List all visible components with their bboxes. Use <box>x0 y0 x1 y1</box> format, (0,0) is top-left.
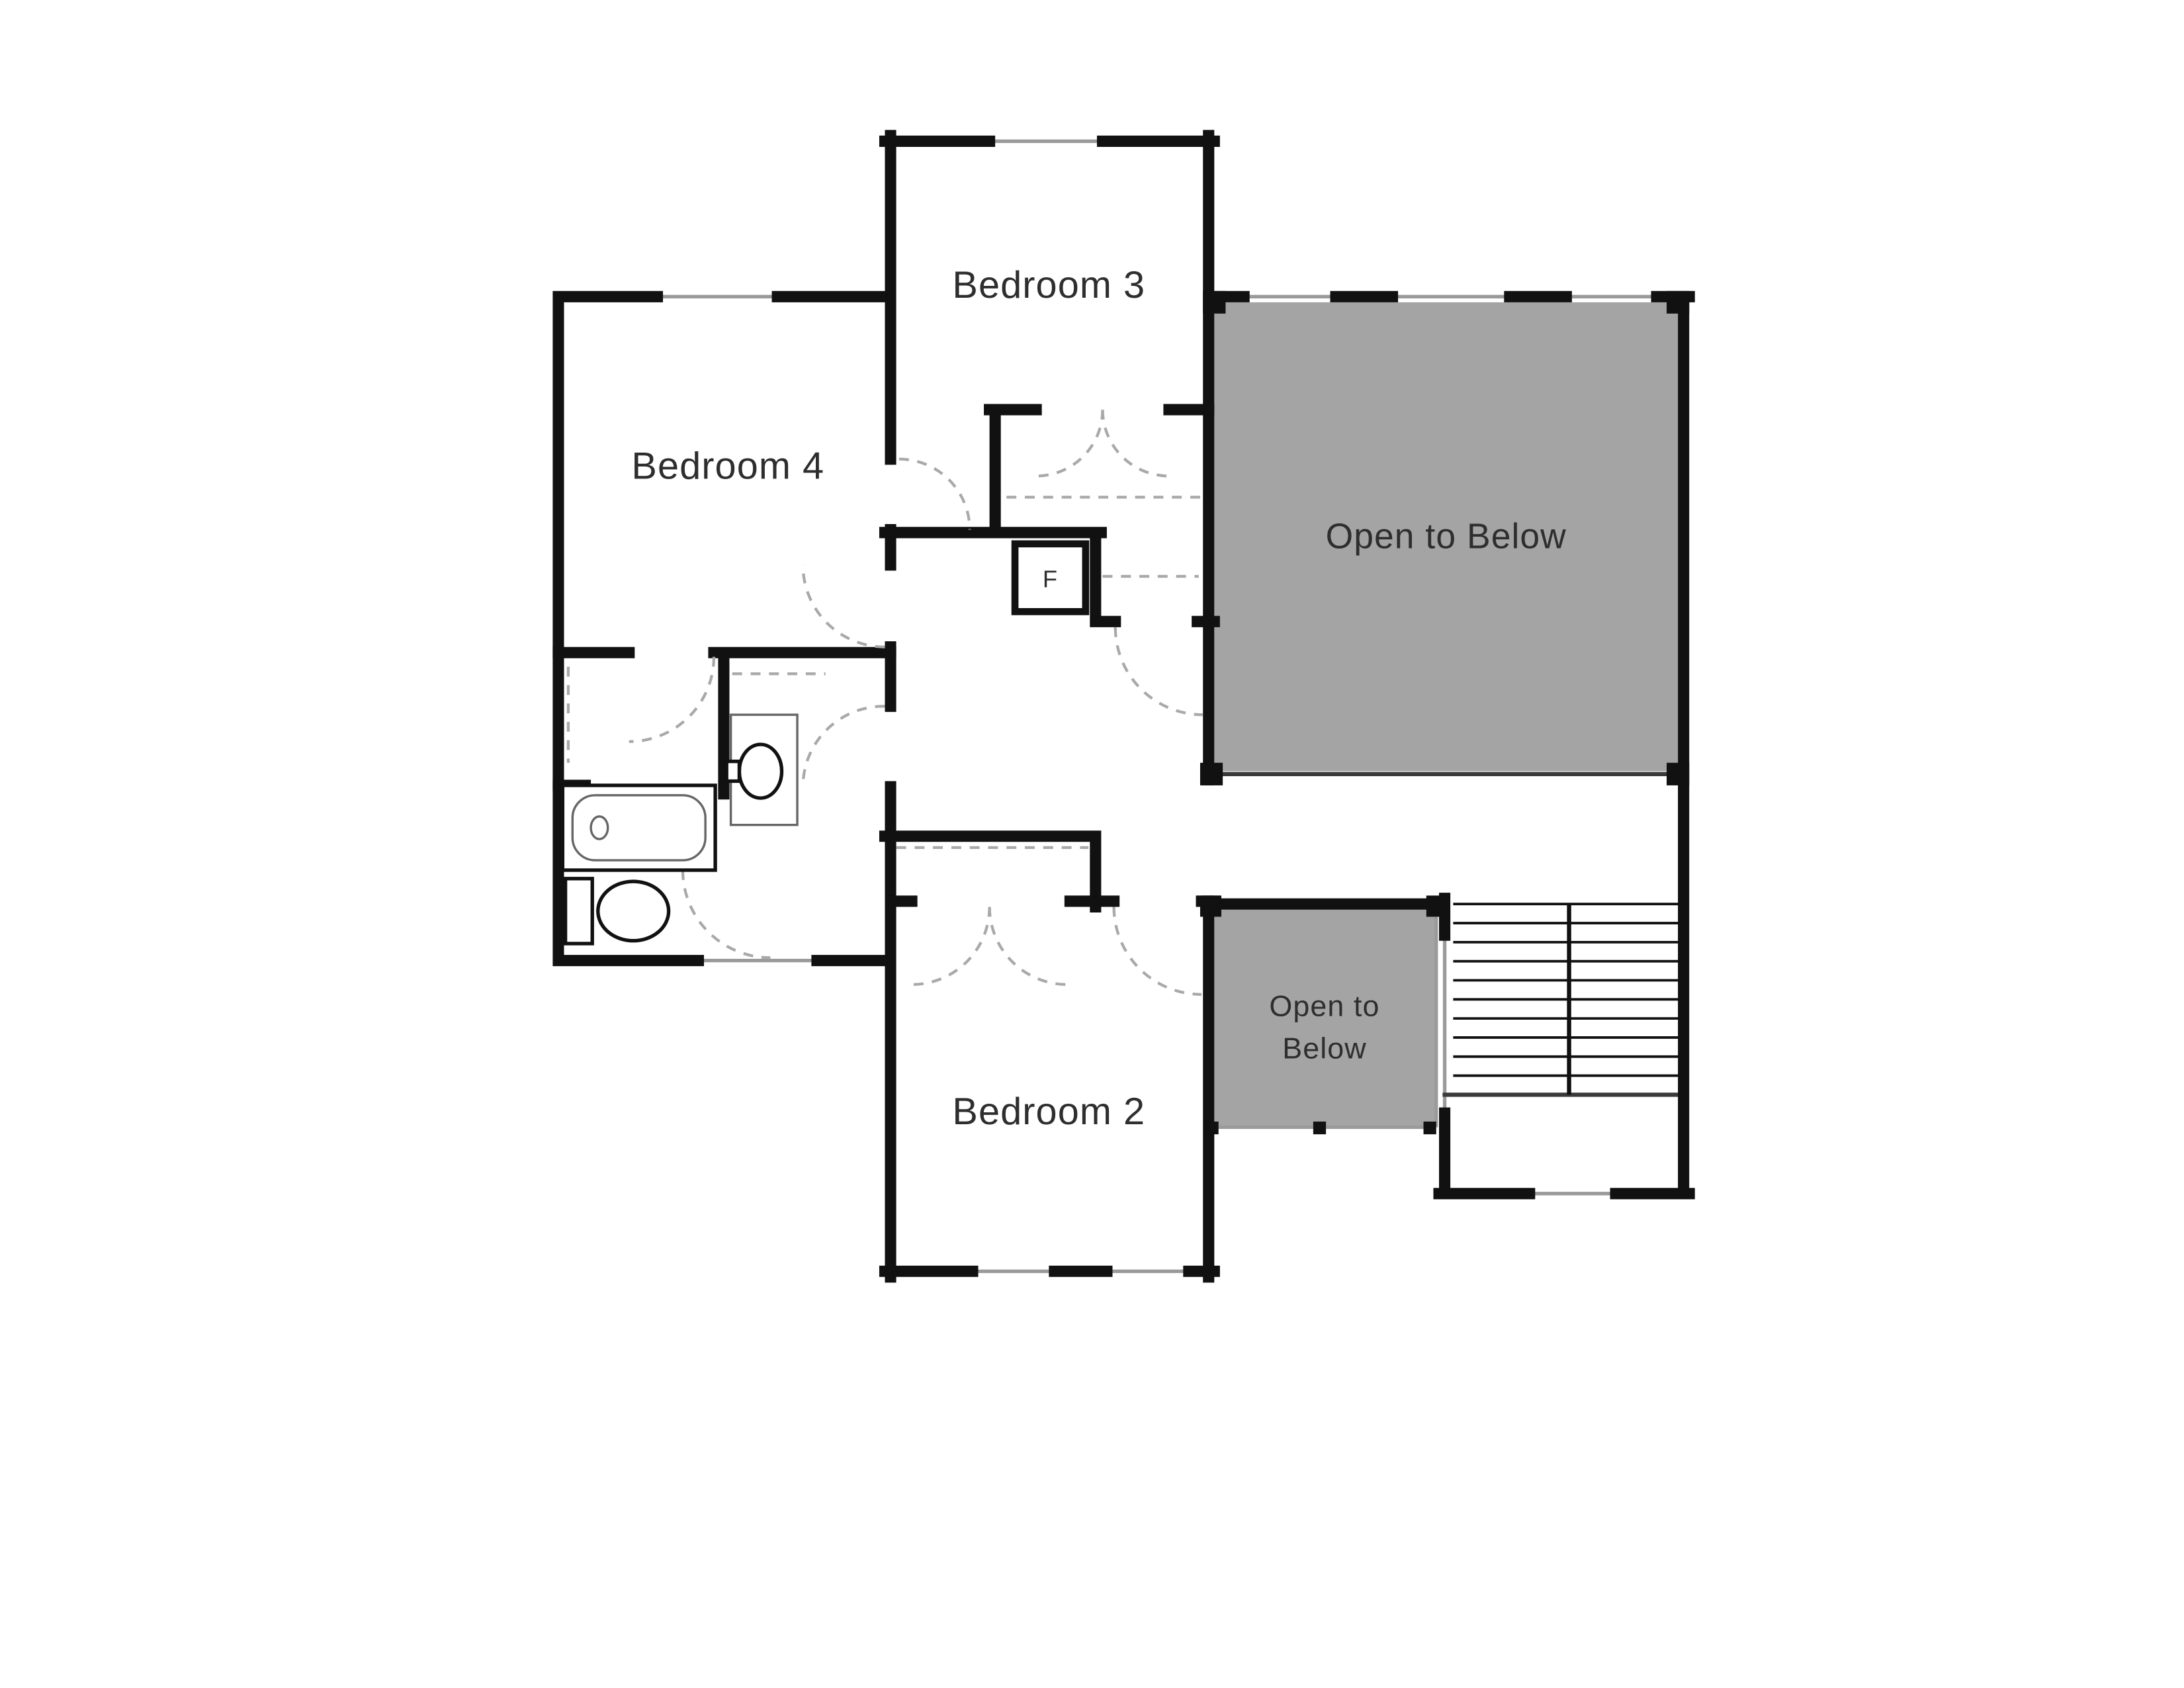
bedroom4-label: Bedroom 4 <box>631 445 824 487</box>
railing-posts <box>1200 290 1690 1135</box>
post <box>1426 895 1448 917</box>
post <box>1667 762 1690 785</box>
open-to-below-small-label-line1: Open to <box>1269 989 1379 1022</box>
sink <box>737 742 784 800</box>
open-to-below-small-label-line2: Below <box>1282 1031 1366 1065</box>
post <box>1200 762 1223 785</box>
toilet-bowl <box>596 879 671 943</box>
post <box>1203 290 1226 314</box>
furnace-closet-box <box>1011 540 1090 615</box>
open-to-below-large-area <box>1214 302 1679 772</box>
closet-shelf-dashes <box>566 496 1202 849</box>
staircase <box>1453 903 1682 1095</box>
furnace-label: F <box>1043 566 1058 593</box>
post <box>1205 1121 1219 1135</box>
bathroom-fixtures <box>560 713 799 946</box>
bathtub <box>560 783 717 872</box>
bathtub-drain <box>590 815 609 840</box>
open-to-below-small-area <box>1214 909 1436 1128</box>
sink-faucet <box>724 759 742 783</box>
door-swing-arcs <box>629 410 1203 996</box>
toilet-tank <box>563 877 594 946</box>
post <box>1313 1121 1327 1135</box>
post <box>1667 290 1690 314</box>
bedroom3-label: Bedroom 3 <box>952 264 1145 306</box>
bathtub-inner <box>571 794 707 862</box>
post <box>1200 895 1221 917</box>
bedroom2-label: Bedroom 2 <box>952 1090 1145 1133</box>
open-to-below-large-label: Open to Below <box>1326 517 1567 556</box>
post <box>1423 1121 1436 1135</box>
